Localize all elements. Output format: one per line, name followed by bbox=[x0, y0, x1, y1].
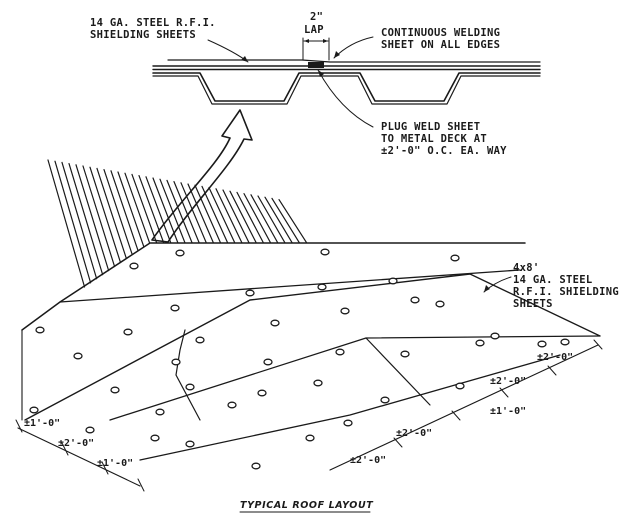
right-dim-5: ±2'-0" bbox=[350, 455, 386, 466]
right-dim-3: ±1'-0" bbox=[490, 406, 526, 417]
deck-section-detail bbox=[152, 36, 541, 128]
plug-weld-hole bbox=[185, 383, 195, 391]
sheet-edge-right bbox=[469, 273, 601, 337]
lap-dimension-arrows bbox=[304, 39, 328, 43]
plug-weld-hole bbox=[388, 277, 398, 285]
plug-weld-hole bbox=[560, 338, 570, 346]
sheet-size-label: 4x8' bbox=[513, 262, 540, 274]
plug-weld-hole bbox=[123, 328, 133, 336]
plug-weld-holes bbox=[29, 248, 570, 470]
right-dim-2: ±2'-0" bbox=[490, 376, 526, 387]
dimension-strings bbox=[15, 339, 603, 492]
plug-weld-hole bbox=[170, 304, 180, 312]
left-dimension-line bbox=[17, 427, 141, 487]
plug-weld-hole bbox=[400, 350, 410, 358]
plug-weld-hole bbox=[155, 408, 165, 416]
welding-label-line-2: SHEET ON ALL EDGES bbox=[381, 39, 500, 51]
plug-weld-hole bbox=[195, 336, 205, 344]
plug-weld-hole bbox=[150, 434, 160, 442]
shielding-leader bbox=[207, 39, 249, 63]
sheet-type-label: R.F.I. SHIELDING bbox=[513, 286, 619, 298]
welding-label-line-1: CONTINUOUS WELDING bbox=[381, 27, 500, 39]
lap-dimension-value: 2" bbox=[310, 11, 323, 23]
plug-weld-hole bbox=[171, 358, 181, 366]
right-dim-1: ±2'-0" bbox=[537, 352, 573, 363]
plug-weld-hole bbox=[305, 434, 315, 442]
plug-weld-hole bbox=[380, 396, 390, 404]
shield-sheet-upper bbox=[167, 59, 541, 63]
plug-weld-hole bbox=[320, 248, 330, 256]
plug-weld-hole bbox=[455, 382, 465, 390]
plug-weld-hole bbox=[270, 319, 280, 327]
plug-weld-hole bbox=[263, 358, 273, 366]
plug-weld-hole bbox=[340, 307, 350, 315]
left-dimension-ticks bbox=[15, 419, 145, 492]
plug-weld-hole bbox=[435, 300, 445, 308]
plug-weld-hole bbox=[410, 296, 420, 304]
plug-weld-hole bbox=[227, 401, 237, 409]
deck-corrugation-line bbox=[75, 164, 115, 289]
lap-label: LAP bbox=[304, 24, 324, 36]
sheet-seam-1 bbox=[59, 269, 521, 303]
plug-weld-hole bbox=[110, 386, 120, 394]
metal-deck-profile-inner bbox=[152, 75, 541, 105]
shielding-sheets bbox=[21, 242, 601, 505]
plug-weld-hole bbox=[129, 262, 139, 270]
plug-weld-label-line-1: PLUG WELD SHEET bbox=[381, 121, 480, 133]
shielding-label-line-2: SHIELDING SHEETS bbox=[90, 29, 196, 41]
right-dim-4: ±2'-0" bbox=[396, 428, 432, 439]
plug-weld-hole bbox=[245, 289, 255, 297]
deck-corrugation-line bbox=[68, 163, 108, 290]
plug-weld-hole bbox=[537, 340, 547, 348]
plug-weld-hole bbox=[475, 339, 485, 347]
deck-corrugation-line bbox=[47, 159, 87, 293]
plug-weld-hole bbox=[251, 462, 261, 470]
sheet-label-end: SHEETS bbox=[513, 298, 553, 310]
right-dimension-line bbox=[329, 344, 599, 471]
welding-leader bbox=[333, 36, 374, 59]
callout-arrow bbox=[151, 109, 253, 243]
sheet-edge-top bbox=[21, 242, 526, 331]
left-dim-1: ±1'-0" bbox=[24, 418, 60, 429]
plug-weld-hole bbox=[257, 389, 267, 397]
plug-weld-hole bbox=[185, 440, 195, 448]
plug-weld-label-line-2: TO METAL DECK AT bbox=[381, 133, 487, 145]
left-dim-2: ±2'-0" bbox=[58, 438, 94, 449]
metal-deck-profile-outer bbox=[152, 72, 541, 102]
plug-weld-mark bbox=[308, 62, 324, 68]
sheet-joint-2 bbox=[365, 337, 431, 406]
sheet-gauge-label: 14 GA. STEEL bbox=[513, 274, 592, 286]
drawing-caption: TYPICAL ROOF LAYOUT bbox=[240, 500, 374, 511]
lap-extension-lines bbox=[302, 37, 330, 61]
plug-weld-hole bbox=[490, 332, 500, 340]
plug-weld-hole bbox=[35, 326, 45, 334]
plug-weld-hole bbox=[313, 379, 323, 387]
deck-corrugation-line bbox=[54, 160, 94, 292]
sheet-edge-bottom bbox=[139, 354, 561, 461]
plug-weld-hole bbox=[450, 254, 460, 262]
plug-weld-hole bbox=[175, 249, 185, 257]
sheet-area-fill bbox=[22, 243, 600, 505]
plug-weld-hole bbox=[29, 406, 39, 414]
right-dimension-ticks bbox=[393, 339, 603, 448]
plug-weld-hole bbox=[73, 352, 83, 360]
plug-weld-hole bbox=[343, 419, 353, 427]
left-dim-3: ±1'-0" bbox=[97, 458, 133, 469]
plug-weld-label-line-3: ±2'-0" O.C. EA. WAY bbox=[381, 145, 507, 157]
plug-weld-hole bbox=[85, 426, 95, 434]
plug-weld-leader bbox=[317, 69, 374, 128]
deck-corrugation-line bbox=[61, 161, 101, 291]
shielding-label-line-1: 14 GA. STEEL R.F.I. bbox=[90, 17, 216, 29]
plug-weld-hole bbox=[335, 348, 345, 356]
plug-weld-hole bbox=[317, 283, 327, 291]
